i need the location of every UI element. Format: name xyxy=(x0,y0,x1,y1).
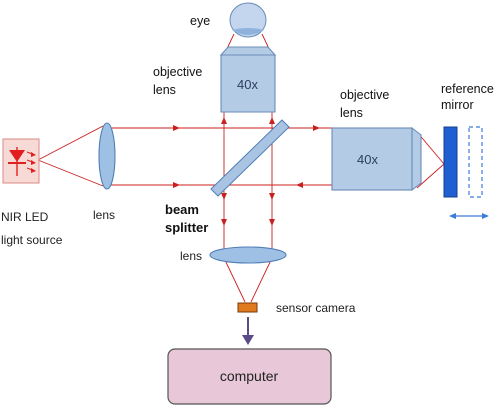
top-objective-label-line1: objective xyxy=(153,65,202,79)
left-lens xyxy=(98,122,116,190)
top-objective-label-line2: lens xyxy=(153,83,176,97)
bottom-lens xyxy=(209,246,287,264)
right-objective-lens xyxy=(331,126,422,192)
reference-mirror-label-line1: reference xyxy=(441,82,494,96)
beam-splitter-label-line2: splitter xyxy=(165,220,208,235)
top-objective-magnification: 40x xyxy=(237,77,258,92)
reference-mirror-shifted-outline xyxy=(468,126,483,198)
computer-box xyxy=(167,348,332,405)
computer-label: computer xyxy=(220,368,279,384)
right-objective-magnification: 40x xyxy=(357,152,378,167)
nir-led-label-line1: NIR LED xyxy=(1,210,49,224)
light-rays xyxy=(37,33,445,303)
sensor-camera-label: sensor camera xyxy=(276,301,356,315)
reference-mirror-label-line2: mirror xyxy=(441,98,474,112)
nir-led-light-source xyxy=(2,138,40,184)
top-objective-lens xyxy=(219,46,277,113)
eye-icon xyxy=(229,2,267,38)
beam-splitter-label-line1: beam xyxy=(165,202,199,217)
left-lens-label: lens xyxy=(93,208,115,222)
reference-mirror xyxy=(443,126,458,198)
beam-splitter xyxy=(210,119,290,197)
nir-led-label-line2: light source xyxy=(1,233,63,247)
eye-label: eye xyxy=(190,14,210,28)
data-flow-arrow-icon xyxy=(242,317,254,345)
right-objective-label-line2: lens xyxy=(340,106,363,120)
right-objective-label-line1: objective xyxy=(340,88,389,102)
sensor-camera xyxy=(237,302,258,313)
bottom-lens-label: lens xyxy=(180,249,202,263)
mirror-translation-arrow-icon xyxy=(449,213,489,219)
